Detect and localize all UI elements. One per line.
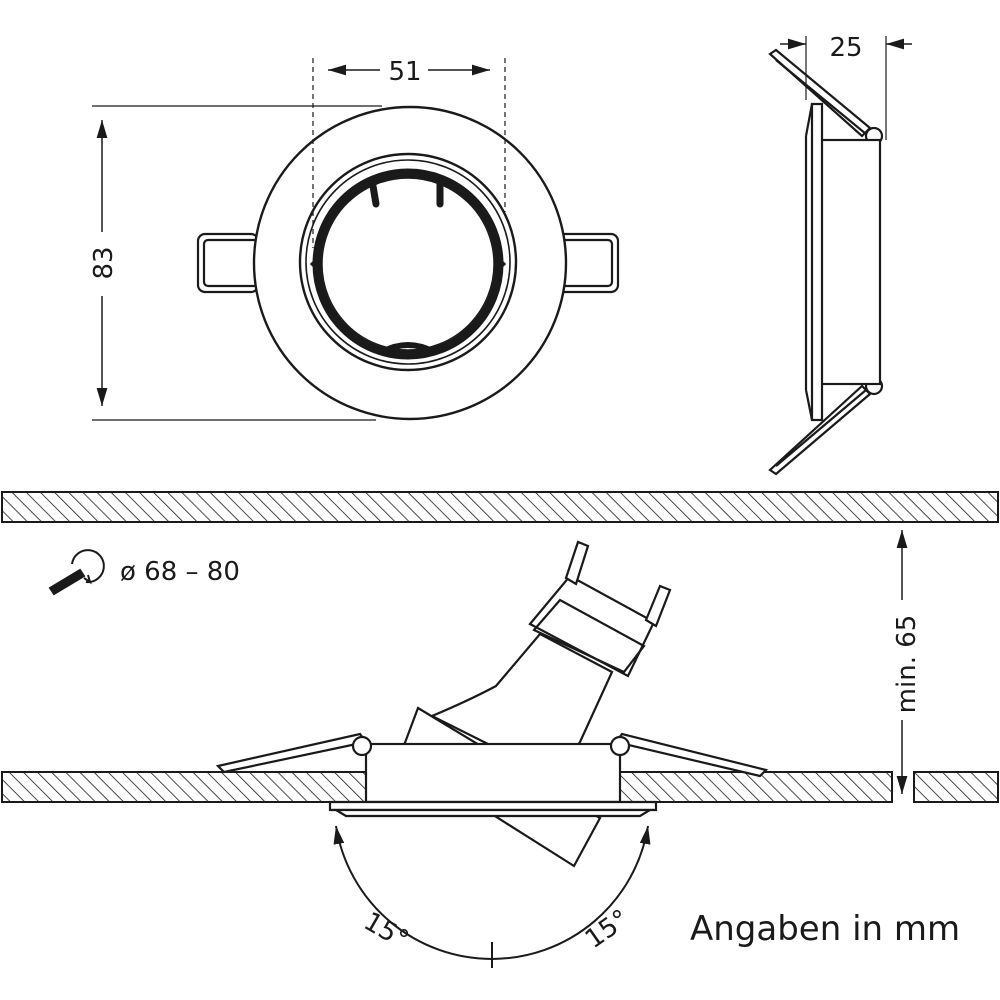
units-note: Angaben in mm (690, 909, 960, 949)
dimension-51: 51 (312, 57, 506, 248)
jigsaw-hole-saw-icon (48, 549, 105, 596)
housing-installed (328, 742, 658, 818)
tilt-left-label: 15° (359, 907, 414, 956)
side-view (768, 48, 884, 476)
dimension-83: 83 (89, 105, 382, 421)
retaining-ring (312, 168, 504, 360)
tilted-lamp (398, 540, 672, 868)
dimension-51-label: 51 (388, 57, 421, 87)
ceiling-board (1, 771, 999, 803)
dimension-83-label: 83 (89, 246, 119, 279)
ceiling-slab-top (1, 491, 999, 523)
tilt-arc: 15° 15° (333, 825, 651, 968)
dimension-min-65: min. 65 (892, 530, 922, 794)
dimension-25-label: 25 (829, 33, 862, 63)
installed-spring-left (215, 732, 373, 774)
dimension-min-65-label: min. 65 (892, 615, 922, 714)
tilt-right-label: 15° (580, 904, 635, 955)
inner-bezel (298, 152, 518, 372)
dimension-25: 25 (780, 33, 912, 140)
left-clip (196, 232, 260, 294)
cutout-diameter-label: ø 68 – 80 (120, 557, 240, 587)
installed-spring-right (609, 732, 769, 778)
front-view (196, 105, 620, 421)
